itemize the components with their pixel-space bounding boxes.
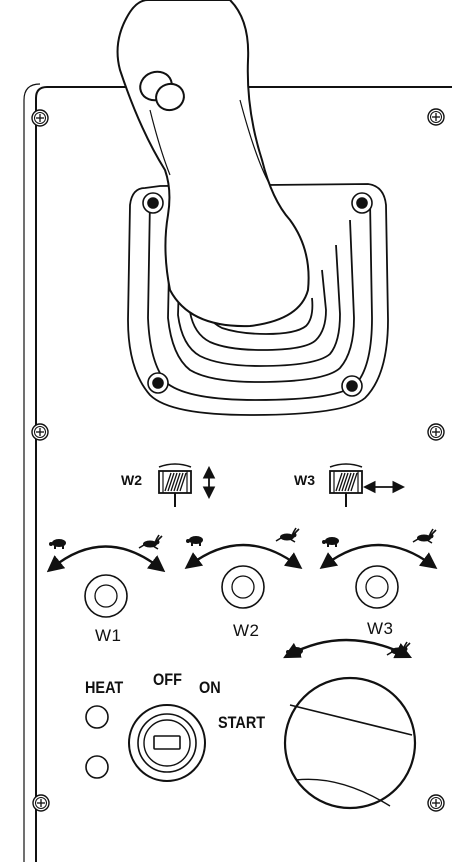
screw-icon xyxy=(427,108,445,126)
screw-icon xyxy=(427,794,445,812)
rabbit-icon xyxy=(138,534,163,550)
start-label: START xyxy=(218,713,266,732)
joystick-base xyxy=(127,183,389,416)
screw-icon xyxy=(427,423,445,441)
winch-drum-icon xyxy=(329,463,363,508)
turtle-icon xyxy=(286,647,303,657)
indicator-lamp-icon xyxy=(85,755,109,779)
knob-w2[interactable] xyxy=(221,565,265,609)
ignition-key-switch[interactable] xyxy=(128,704,206,782)
winch-w3-label: W3 xyxy=(294,472,315,488)
winch-drum-icon xyxy=(158,463,192,508)
on-label: ON xyxy=(199,678,221,697)
base-bolt xyxy=(142,192,373,397)
turtle-icon xyxy=(322,537,339,547)
rabbit-icon xyxy=(412,528,437,544)
knob-w2-label: W2 xyxy=(233,621,260,640)
knob-w3[interactable] xyxy=(355,565,399,609)
knob-w1[interactable] xyxy=(84,574,128,618)
indicator-lamp-icon xyxy=(85,705,109,729)
winch-w2-label: W2 xyxy=(121,472,142,488)
screw-icon xyxy=(31,423,49,441)
turtle-icon xyxy=(49,539,66,549)
knob-w3-label: W3 xyxy=(367,619,394,638)
screw-icon xyxy=(31,109,49,127)
knob-w1-label: W1 xyxy=(95,626,122,645)
screw-icon xyxy=(32,794,50,812)
panel-outline xyxy=(23,83,452,862)
rabbit-icon xyxy=(275,527,300,543)
joystick-handle[interactable] xyxy=(116,0,310,328)
off-label: OFF xyxy=(153,670,182,689)
rotary-selector[interactable] xyxy=(283,676,417,810)
heat-label: HEAT xyxy=(85,678,124,697)
turtle-icon xyxy=(186,536,203,546)
